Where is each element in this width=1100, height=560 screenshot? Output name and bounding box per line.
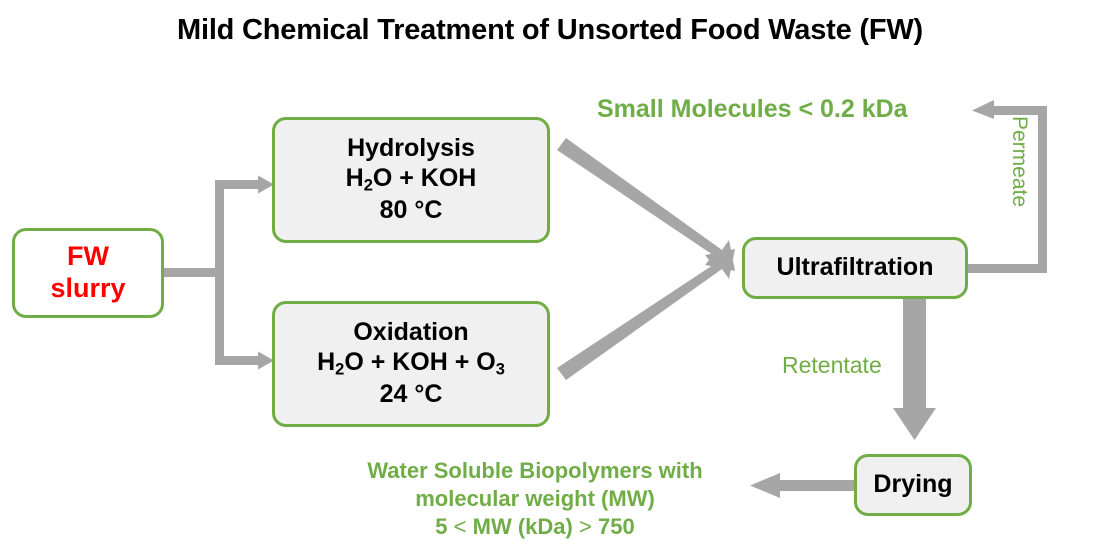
ultrafiltration-label: Ultrafiltration bbox=[776, 253, 934, 282]
fw-slurry-line2: slurry bbox=[50, 273, 126, 303]
subscript-2: 2 bbox=[363, 176, 373, 195]
node-ultrafiltration[interactable]: Ultrafiltration bbox=[742, 237, 968, 299]
label-retentate: Retentate bbox=[782, 352, 882, 378]
node-hydrolysis[interactable]: Hydrolysis H2O + KOH 80 °C bbox=[272, 117, 550, 243]
edge-oxidation-to-ultrafiltration bbox=[557, 249, 735, 380]
oxidation-temperature: 24 °C bbox=[379, 380, 443, 409]
edge-hydrolysis-to-ultrafiltration bbox=[557, 138, 735, 271]
subscript-2: 2 bbox=[335, 360, 345, 379]
node-drying[interactable]: Drying bbox=[854, 454, 972, 516]
node-oxidation[interactable]: Oxidation H2O + KOH + O3 24 °C bbox=[272, 301, 550, 427]
hydrolysis-formula: H2O + KOH bbox=[345, 163, 477, 195]
label-permeate: Permeate bbox=[1008, 116, 1031, 208]
edge-drying-to-biopolymers bbox=[750, 473, 855, 498]
oxidation-formula: H2O + KOH + O3 bbox=[317, 347, 505, 379]
edge-fw-to-reactors bbox=[164, 175, 274, 370]
node-fw-slurry[interactable]: FW slurry bbox=[12, 228, 164, 318]
fw-slurry-line1: FW bbox=[67, 241, 109, 272]
hydrolysis-title: Hydrolysis bbox=[347, 134, 475, 163]
edge-permeate bbox=[966, 100, 1047, 273]
label-small-molecules: Small Molecules < 0.2 kDa bbox=[597, 95, 908, 123]
biopolymers-line-3: 5 < MW (kDa) > 750 bbox=[435, 514, 635, 540]
biopolymers-line-2: molecular weight (MW) bbox=[415, 486, 655, 512]
hydrolysis-temperature: 80 °C bbox=[379, 196, 443, 225]
edge-retentate bbox=[893, 299, 936, 440]
subscript-3: 3 bbox=[495, 360, 505, 379]
biopolymers-line-1: Water Soluble Biopolymers with bbox=[367, 458, 703, 483]
page-title: Mild Chemical Treatment of Unsorted Food… bbox=[177, 14, 923, 46]
oxidation-title: Oxidation bbox=[353, 318, 469, 347]
label-biopolymers: Water Soluble Biopolymers with molecular… bbox=[325, 457, 745, 541]
drying-label: Drying bbox=[873, 470, 953, 499]
